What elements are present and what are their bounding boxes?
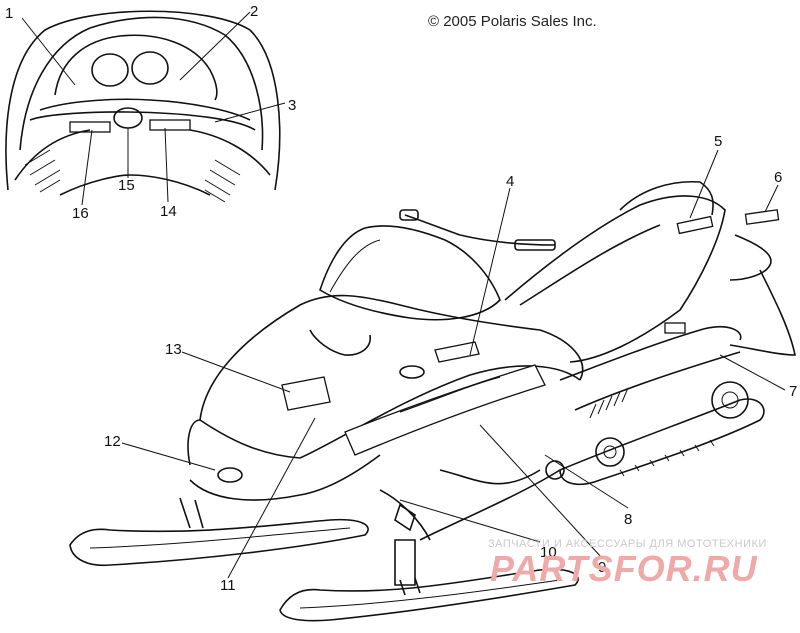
- callout-14: 14: [160, 203, 177, 220]
- snowmobile-body: [69, 180, 796, 622]
- callout-12: 12: [104, 433, 121, 450]
- callout-5: 5: [714, 133, 722, 150]
- watermark-tagline: ЗАПЧАСТИ И АКСЕССУАРЫ ДЛЯ МОТОТЕХНИКИ: [488, 538, 767, 550]
- callout-3: 3: [288, 97, 296, 114]
- callout-4: 4: [506, 173, 514, 190]
- callout-2: 2: [250, 3, 258, 20]
- watermark-logo: PARTSFOR.RU: [490, 548, 758, 589]
- callout-6: 6: [774, 169, 782, 186]
- callout-labels: 1 2 3 4 5 6 7 8 9 10 11 12 13 14 15 16: [5, 3, 797, 594]
- callout-1: 1: [5, 5, 13, 22]
- callout-10: 10: [540, 544, 557, 561]
- copyright-text: © 2005 Polaris Sales Inc.: [428, 13, 597, 30]
- leader-lines: [21, 11, 786, 579]
- callout-11: 11: [220, 577, 236, 594]
- callout-8: 8: [624, 511, 632, 528]
- callout-13: 13: [165, 341, 182, 358]
- callout-9: 9: [598, 559, 606, 576]
- callout-16: 16: [72, 205, 89, 222]
- dashboard-inset: [5, 10, 281, 203]
- callout-15: 15: [118, 177, 135, 194]
- callout-7: 7: [789, 383, 797, 400]
